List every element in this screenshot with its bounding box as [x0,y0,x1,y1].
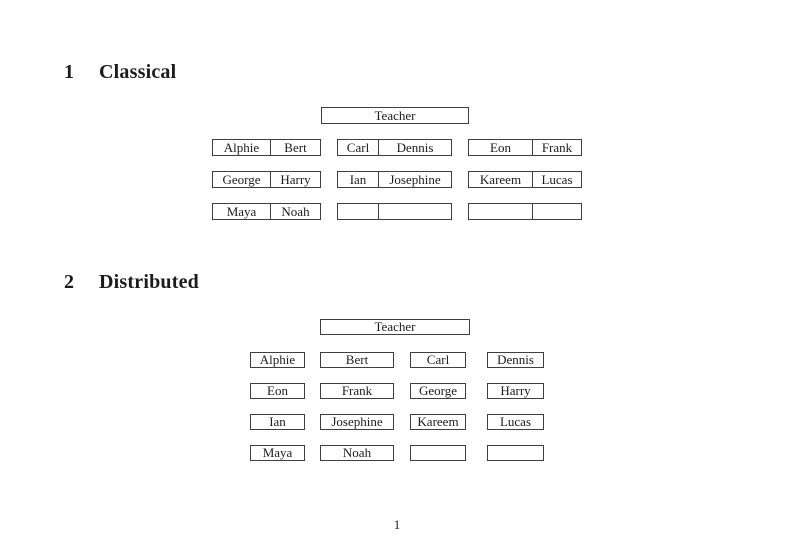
student-seat: Alphie [259,352,296,367]
desk-distributed: Kareem [410,414,466,430]
student-seat: Harry [280,171,311,187]
desk-classical: Alphie Bert [212,139,321,156]
student-seat: Dennis [396,139,434,155]
student-seat: Eon [267,383,288,398]
page-number: 1 [393,517,401,532]
desk-classical: Kareem Lucas [468,171,582,188]
student-seat: Harry [500,383,531,398]
student-seat: Maya [262,445,293,460]
section-number: 2 [64,271,75,293]
desk-distributed: Lucas [487,414,544,430]
student-seat: George [418,383,458,398]
desk-classical-empty [468,203,582,220]
student-seat: Eon [469,140,533,155]
desk-classical: Carl Dennis [337,139,452,156]
section-title: Distributed [99,271,199,293]
desk-classical: George Harry [212,171,321,188]
student-seat: Lucas [499,414,532,429]
student-seat: Bert [284,139,307,155]
student-seat: George [213,172,271,187]
desk-distributed: Eon [250,383,305,399]
desk-distributed: Noah [320,445,394,461]
desk-classical: Maya Noah [212,203,321,220]
student-seat: Maya [213,204,271,219]
student-seat: Carl [338,140,379,155]
teacher-label: Teacher [374,319,416,334]
desk-distributed: George [410,383,466,399]
desk-distributed: Alphie [250,352,305,368]
teacher-desk-distributed: Teacher [320,319,470,335]
student-seat: Frank [541,139,573,155]
desk-distributed: Ian [250,414,305,430]
student-seat-empty [533,204,581,219]
section-title: Classical [99,61,177,83]
teacher-label: Teacher [374,107,416,123]
desk-distributed: Harry [487,383,544,399]
student-seat: Kareem [469,172,533,187]
student-seat: Dennis [497,352,534,367]
desk-distributed: Frank [320,383,394,399]
student-seat-empty [338,204,379,219]
section-number: 1 [64,61,75,83]
student-seat: Ian [338,172,379,187]
student-seat: Alphie [213,140,271,155]
desk-classical: Ian Josephine [337,171,452,188]
student-seat: Noah [342,445,372,460]
student-seat-empty [469,204,533,219]
desk-distributed-empty [487,445,544,461]
student-seat: Frank [341,383,373,398]
section-heading-distributed: 2 Distributed [64,271,199,293]
student-seat: Josephine [389,171,441,187]
desk-classical: Eon Frank [468,139,582,156]
desk-classical-empty [337,203,452,220]
student-seat: Kareem [417,414,459,429]
desk-distributed: Maya [250,445,305,461]
desk-distributed: Dennis [487,352,544,368]
desk-distributed: Josephine [320,414,394,430]
desk-distributed-empty [410,445,466,461]
student-seat: Noah [281,203,310,219]
student-seat: Ian [269,414,286,429]
section-heading-classical: 1 Classical [64,61,176,83]
teacher-desk-classical: Teacher [321,107,469,124]
student-seat: Josephine [331,414,383,429]
student-seat: Lucas [541,171,573,187]
student-seat-empty [379,204,451,219]
desk-distributed: Carl [410,352,466,368]
desk-distributed: Bert [320,352,394,368]
student-seat: Bert [345,352,369,367]
student-seat: Carl [426,352,450,367]
